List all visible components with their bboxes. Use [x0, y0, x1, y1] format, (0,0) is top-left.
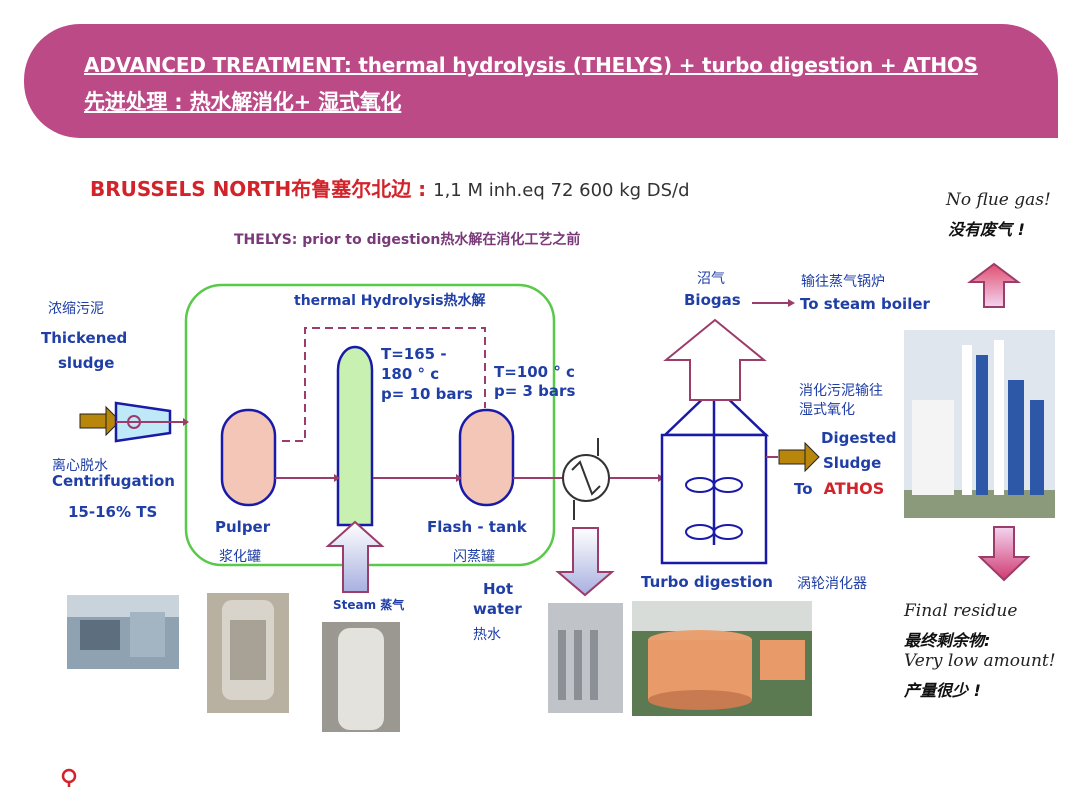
athos-label: ATHOS: [823, 479, 885, 498]
inlet-label-en-2: sludge: [58, 354, 115, 372]
ts-label: 15-16% TS: [68, 503, 158, 521]
centrifuge-label-en: Centrifugation: [52, 472, 175, 490]
reactor-pressure: p= 10 bars: [381, 385, 473, 403]
heat-exchanger-icon: [562, 438, 610, 520]
photo-centrifuge: [67, 595, 179, 669]
vapor-line-pulper: [282, 327, 486, 442]
hydrolysis-title: thermal Hydrolysis热水解: [294, 293, 486, 309]
reactor-temp-1: T=165 -: [381, 345, 447, 363]
logo-mark: [61, 768, 77, 787]
flash-tank-label-cn: 闪蒸罐: [453, 549, 495, 565]
steam-arrow: [325, 520, 385, 593]
inlet-arrow: [79, 405, 121, 437]
reactor-vessel: [336, 345, 374, 527]
final-residue-cn: 最终剩余物:: [904, 631, 991, 650]
photo-digesters: [632, 601, 812, 716]
thelys-note: THELYS: prior to digestion热水解在消化工艺之前: [234, 232, 581, 248]
no-flue-gas-arrow: [967, 262, 1021, 308]
final-residue-en: Final residue: [904, 601, 1018, 621]
pulper-label-cn: 浆化罐: [219, 549, 261, 565]
photo-pulper: [207, 593, 289, 713]
digested-label-cn-2: 湿式氧化: [799, 402, 855, 418]
turbo-digester: [660, 354, 770, 565]
site-capacity: 1,1 M inh.eq 72 600 kg DS/d: [433, 180, 690, 201]
digested-label-en-1: Digested: [821, 429, 897, 447]
to-label: To: [794, 480, 813, 498]
site-line: BRUSSELS NORTH布鲁塞尔北边 : 1,1 M inh.eq 72 6…: [90, 173, 690, 202]
title-chinese: 先进处理 : 热水解消化+ 湿式氧化: [84, 90, 402, 114]
hot-water-arrow: [555, 527, 615, 597]
to-athos-label: To ATHOS: [794, 479, 884, 498]
biogas-arrow: [663, 318, 767, 401]
photo-athos-plant: [904, 330, 1055, 518]
inlet-label-en-1: Thickened: [41, 329, 128, 347]
hot-water-label-2: water: [473, 600, 522, 618]
photo-heat-exchanger: [548, 603, 623, 713]
boiler-label-en: To steam boiler: [800, 295, 930, 313]
centrifuge-icon: [114, 401, 189, 443]
photo-reactor: [322, 622, 400, 732]
steam-label: Steam 蒸气: [333, 598, 405, 612]
low-amount-cn: 产量很少 !: [904, 681, 981, 700]
turbo-digestion-label-cn: 涡轮消化器: [797, 576, 867, 592]
flash-temp: T=100 ° c: [494, 363, 575, 381]
low-amount-en: Very low amount!: [904, 651, 1056, 671]
reactor-temp-2: 180 ° c: [381, 365, 440, 383]
title-banner: [24, 24, 1058, 138]
inlet-label-cn: 浓缩污泥: [48, 301, 104, 317]
turbo-digestion-label-en: Turbo digestion: [641, 573, 773, 591]
flash-tank-vessel: [458, 408, 515, 507]
biogas-label-en: Biogas: [684, 291, 741, 309]
boiler-label-cn: 输往蒸气锅炉: [801, 274, 885, 290]
digested-label-en-2: Sludge: [823, 454, 882, 472]
hot-water-label-cn: 热水: [473, 627, 501, 643]
to-athos-arrow: [778, 441, 820, 473]
final-residue-arrow: [977, 526, 1031, 582]
site-name: BRUSSELS NORTH布鲁塞尔北边 :: [90, 177, 434, 201]
hydrolysis-frame: [184, 283, 556, 567]
flash-pressure: p= 3 bars: [494, 382, 576, 400]
title-english: ADVANCED TREATMENT: thermal hydrolysis (…: [84, 53, 978, 77]
flash-tank-label-en: Flash - tank: [427, 518, 527, 536]
no-flue-gas-en: No flue gas!: [946, 190, 1051, 210]
hot-water-label-1: Hot: [483, 580, 514, 598]
pulper-vessel: [220, 408, 277, 507]
pulper-label-en: Pulper: [215, 518, 271, 536]
no-flue-gas-cn: 没有废气 !: [948, 220, 1025, 239]
biogas-label-cn: 沼气: [697, 271, 725, 287]
digested-label-cn-1: 消化污泥输往: [799, 383, 883, 399]
centrifuge-label-cn: 离心脱水: [52, 458, 108, 474]
